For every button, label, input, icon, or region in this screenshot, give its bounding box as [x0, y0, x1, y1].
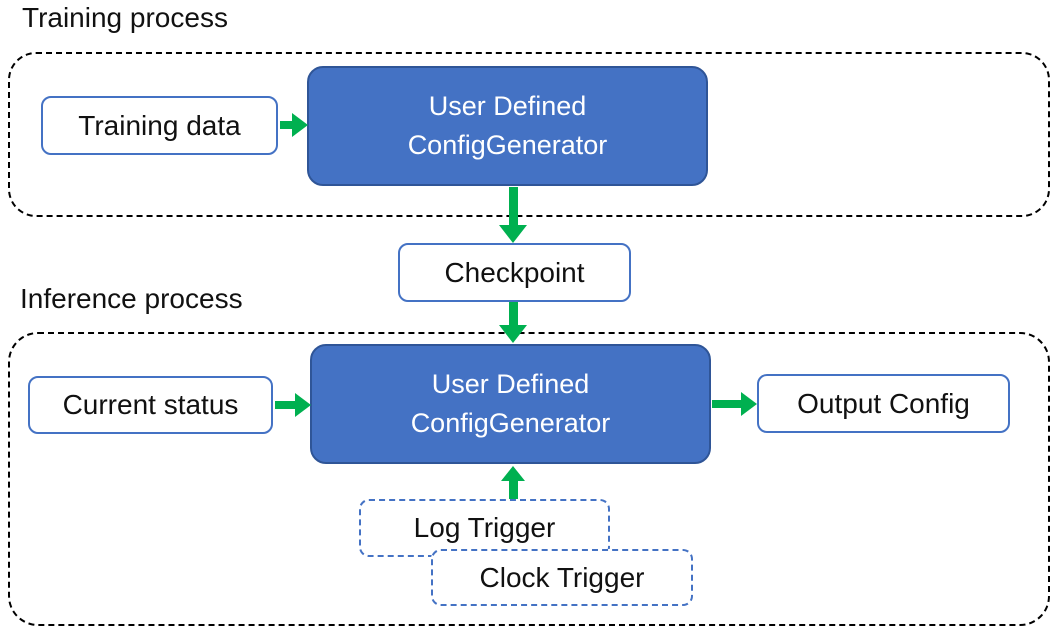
training-generator-line1: User Defined — [428, 90, 587, 121]
arrow-head-right-icon — [295, 393, 311, 417]
arrow-status-to-generator — [275, 393, 311, 417]
inference-process-title: Inference process — [20, 283, 243, 314]
inference-generator-line2: ConfigGenerator — [410, 408, 611, 438]
arrow-triggers-to-generator — [501, 466, 525, 499]
inference-generator-line1: User Defined — [431, 368, 590, 399]
arrow-head-up-icon — [501, 466, 525, 481]
arrow-checkpoint-to-inference-generator — [499, 302, 527, 343]
arrow-head-right-icon — [292, 113, 308, 137]
arrow-shaft — [508, 481, 518, 499]
log-trigger-box: Log Trigger — [359, 499, 610, 557]
training-generator-box: User Defined ConfigGenerator — [307, 66, 708, 186]
clock-trigger-box: Clock Trigger — [431, 549, 693, 606]
arrow-head-down-icon — [499, 225, 527, 243]
training-generator-line2: ConfigGenerator — [407, 130, 608, 160]
arrow-shaft — [508, 302, 518, 325]
arrow-training-data-to-generator — [280, 113, 308, 137]
current-status-box: Current status — [28, 376, 273, 434]
arrow-generator-to-output — [712, 392, 757, 416]
arrow-head-right-icon — [741, 392, 757, 416]
training-data-box: Training data — [41, 96, 278, 155]
checkpoint-box: Checkpoint — [398, 243, 631, 302]
arrow-generator-to-checkpoint — [499, 187, 527, 243]
arrow-shaft — [508, 187, 518, 225]
arrow-shaft — [275, 401, 295, 409]
training-region — [8, 52, 1050, 217]
inference-region — [8, 332, 1050, 626]
arrow-shaft — [712, 400, 741, 408]
output-config-box: Output Config — [757, 374, 1010, 433]
arrow-head-down-icon — [499, 325, 527, 343]
inference-generator-box: User Defined ConfigGenerator — [310, 344, 711, 464]
training-process-title: Training process — [22, 2, 228, 33]
arrow-shaft — [280, 121, 292, 129]
